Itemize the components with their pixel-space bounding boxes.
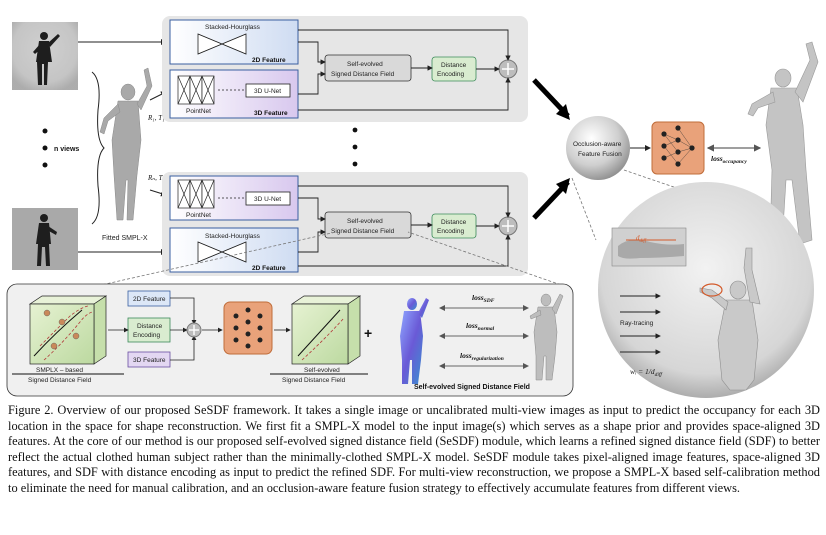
top-distance-encoding-block: Distance Encoding [431,56,477,82]
fusion-line2: Feature Fusion [578,151,622,158]
detail-dist-enc-line2: Encoding [133,332,160,339]
fitted-smplx-label: Fitted SMPL-X [102,235,148,242]
detail-losses: lossSDF lossnormal lossregularization [439,293,529,369]
detail-3d-feature: 3D Feature [127,351,171,368]
svg-text:ddiff: ddiff [636,234,647,244]
top-3d-feature-label: 3D Feature [254,110,288,117]
d-diff-label: d [636,234,640,242]
top-dist-enc-line1: Distance [441,62,467,69]
top-2d-feature-label: 2D Feature [252,57,286,64]
bottom-2d-feature-label: 2D Feature [252,265,286,272]
bottom-sesdf-line2: Signed Distance Field [331,228,395,235]
loss-reg-label: loss [460,351,472,360]
detail-3d-feature-label: 3D Feature [133,357,166,364]
detail-output-body [529,293,564,381]
smplx-sdf-cube: SMPLX – based Signed Distance Field [12,295,124,384]
bottom-branch-panel: 3D U-Net PointNet Stacked-Hourglass 2D F… [162,172,528,276]
weight-sub: diff [655,371,664,378]
detail-mlp [223,301,273,355]
top-branch-panel: Stacked-Hourglass 2D Feature 3D U-Net Po… [162,16,528,122]
fusion-line1: Occlusion-aware [573,141,622,148]
left-cube-caption-line2: Signed Distance Field [28,377,92,384]
bottom-dist-enc-line2: Encoding [437,228,464,235]
bottom-pointnet-label: PointNet [186,212,211,219]
occlusion-aware-fusion: Occlusion-aware Feature Fusion [566,116,630,180]
top-unet-label: 3D U-Net [254,88,281,95]
reconstructed-body [747,41,819,245]
fitted-smplx-body: Fitted SMPL-X [99,67,153,242]
input-image-top [12,22,78,90]
bottom-dist-enc-line1: Distance [441,219,467,226]
top-sesdf-line2: Signed Distance Field [331,71,395,78]
detail-dist-enc-line1: Distance [137,323,163,330]
detail-2d-feature-label: 2D Feature [133,296,166,303]
svg-text:wᵢ = 1/ddiff: wᵢ = 1/ddiff [630,367,663,378]
d-diff-sub: diff [640,239,647,244]
bottom-sum-node [498,216,518,236]
top-dist-enc-line2: Encoding [437,71,464,78]
raytracing-label: Ray-tracing [620,320,654,327]
bottom-sesdf-block: Self-evolved Signed Distance Field [324,211,412,239]
bottom-hourglass-label: Stacked-Hourglass [205,233,261,240]
right-cube-caption-line1: Self-evolved [304,367,340,374]
bottom-unet-label: 3D U-Net [254,196,281,203]
loss-sdf-label: loss [472,293,484,302]
middle-dots [352,127,358,167]
raytrace-panel: ddiff Ray-tracing wᵢ = 1/ddiff [571,169,814,398]
camera-params-last: Rₙ, Tₙ [147,174,166,182]
svg-text:+: + [364,325,372,341]
caption-prefix: Figure 2. [8,403,54,417]
detail-2d-feature: 2D Feature [127,290,171,307]
n-views-indicator: n views [42,71,105,225]
detail-sum-node [186,322,202,338]
svg-text:lossnormal: lossnormal [466,321,495,332]
bottom-3d-feature-block: 3D U-Net PointNet [169,175,299,221]
caption-text: Overview of our proposed SeSDF framework… [8,403,820,495]
svg-text:lossSDF: lossSDF [472,293,495,304]
top-sesdf-line1: Self-evolved [347,61,383,68]
bottom-distance-encoding-block: Distance Encoding [431,213,477,239]
input-image-bottom [12,208,78,270]
figure-caption: Figure 2. Overview of our proposed SeSDF… [8,403,820,497]
refined-sdf-cube: Self-evolved Signed Distance Field [270,295,368,384]
top-sesdf-block: Self-evolved Signed Distance Field [324,54,412,82]
loss-normal-sub: normal [478,326,495,332]
weight-label: wᵢ = 1/d [630,367,655,376]
top-sum-node [498,59,518,79]
loss-occupancy-sub: occupancy [723,159,748,165]
top-hourglass-label: Stacked-Hourglass [205,24,261,31]
loss-occupancy-label: loss [711,154,723,163]
top-3d-feature-block: 3D U-Net PointNet 3D Feature [169,69,299,119]
svg-text:lossoccupancy: lossoccupancy [711,154,747,165]
bottom-2d-feature-block: Stacked-Hourglass 2D Feature [169,227,299,273]
fusion-arrows [532,78,570,220]
n-views-label: n views [54,146,79,153]
loss-reg-sub: regularization [472,356,504,362]
framework-diagram: n views Fitted SMPL-X R₁, T₁ Rₙ, Tₙ Stac… [6,16,819,398]
left-cube-caption-line1: SMPLX – based [36,367,83,374]
top-pointnet-label: PointNet [186,108,211,115]
top-2d-feature-block: Stacked-Hourglass 2D Feature [169,19,299,65]
svg-text:lossregularization: lossregularization [460,351,504,362]
loss-sdf-sub: SDF [484,298,495,304]
module-title: Self-evolved Signed Distance Field [414,384,530,391]
occupancy-mlp [651,121,705,175]
loss-normal-label: loss [466,321,478,330]
normal-map-body [400,298,429,384]
camera-params-first: R₁, T₁ [147,114,165,122]
sesdf-detail-panel: SMPLX – based Signed Distance Field 2D F… [6,231,574,397]
right-cube-caption-line2: Signed Distance Field [282,377,346,384]
detail-distance-encoding: Distance Encoding [127,317,171,343]
bottom-sesdf-line1: Self-evolved [347,218,383,225]
